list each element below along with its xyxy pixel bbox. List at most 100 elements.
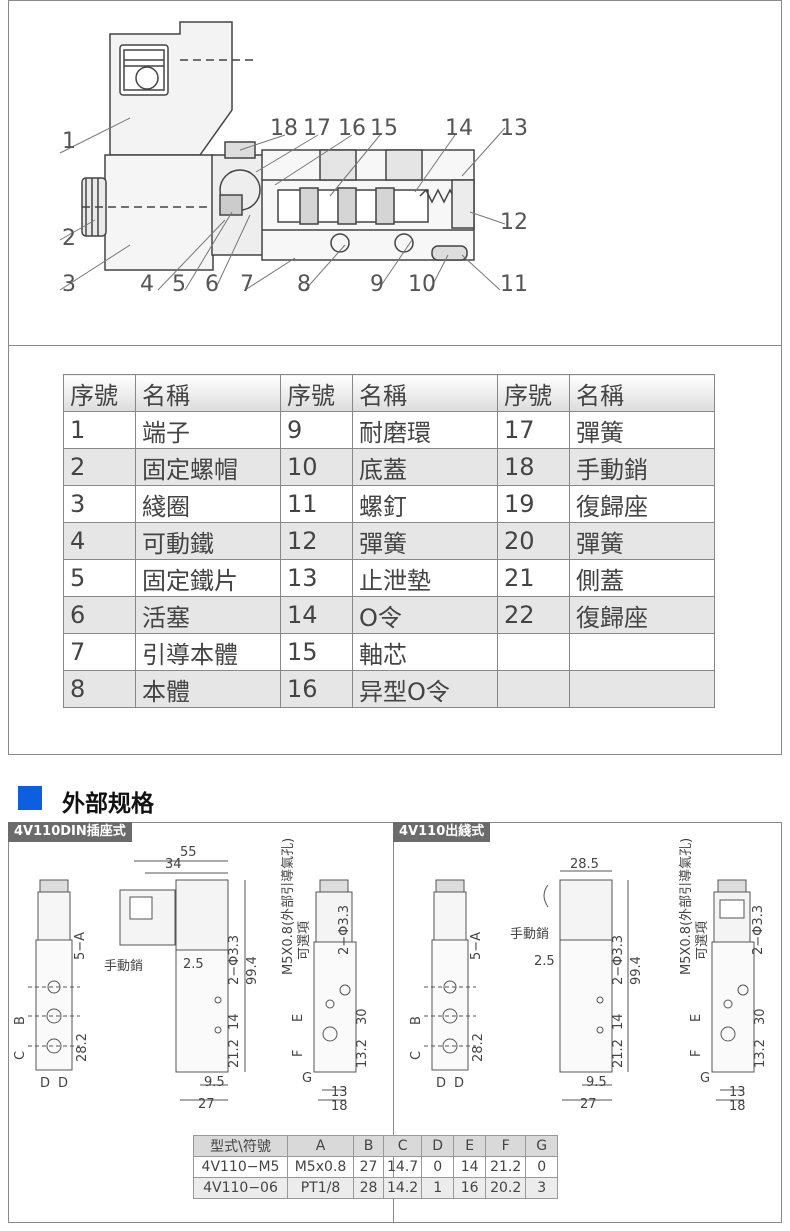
table-cell: 復歸座 [569,485,715,523]
dim-wire-13-2: 13.2 [753,1039,768,1068]
dim-wire-2-5: 2.5 [534,954,555,969]
table-cell: 止泄墊 [352,559,498,597]
spec-divider [393,822,394,1223]
dim-wire-28-2: 28.2 [471,1033,486,1062]
dim-wire-18: 18 [729,1099,746,1114]
dim-wire-g: G [700,1071,711,1086]
dim-wire-14: 14 [611,1013,626,1030]
header-no-1: 序號 [63,374,136,412]
callout-13: 13 [500,116,528,141]
dim-din-manual-pin: 手動銷 [104,959,144,974]
dim-din-14: 14 [227,1013,242,1030]
dim-din-g: G [302,1071,313,1086]
table-cell: 3 [63,485,136,523]
table-cell: 4 [63,522,136,560]
table-cell: 10 [280,448,353,486]
table-cell: 22 [497,596,570,634]
table-cell: 14.7 [382,1156,423,1178]
callout-12: 12 [500,210,528,235]
callout-8: 8 [297,272,311,297]
dim-wire-30: 30 [753,1008,768,1025]
dim-din-2-5: 2.5 [183,957,204,972]
table-cell [569,670,715,708]
callout-15: 15 [370,116,398,141]
dim-din-d1: D [40,1076,51,1091]
model-table-header: 型式\符號 A B C D E F G [193,1135,559,1157]
table-header-cell: 型式\符號 [193,1135,288,1157]
table-cell: PT1/8 [287,1177,354,1199]
callout-7: 7 [240,272,254,297]
table-cell: 11 [280,485,353,523]
dim-wire-27: 27 [580,1097,597,1112]
callout-11: 11 [500,272,528,297]
table-cell: 1 [421,1177,455,1199]
dim-din-13-2: 13.2 [355,1039,370,1068]
dim-din-27: 27 [198,1097,215,1112]
dim-din-f: F [291,1049,306,1057]
table-cell: 16 [453,1177,487,1199]
dim-wire-port-note: M5X0.8(外部引導氣孔) [679,837,694,975]
table-cell: 彈簧 [352,522,498,560]
dim-din-port-note: M5X0.8(外部引導氣孔) [281,837,296,975]
table-cell: 4V110−M5 [193,1156,288,1178]
dim-wire-f: F [689,1049,704,1057]
table-cell: 耐磨環 [352,411,498,449]
table-cell: 固定螺帽 [135,448,281,486]
table-cell: 14.2 [382,1177,423,1199]
dim-wire-99-4: 99.4 [629,956,644,985]
table-header-cell: C [382,1135,423,1157]
table-cell: 4V110−06 [193,1177,288,1199]
table-header-cell: F [485,1135,527,1157]
table-cell: 0 [421,1156,455,1178]
table-cell: 21.2 [485,1156,527,1178]
table-cell: 7 [63,633,136,671]
table-cell: 本體 [135,670,281,708]
table-cell: 綫圈 [135,485,281,523]
table-cell: 异型O令 [352,670,498,708]
dim-din-c: C [13,1050,28,1060]
table-cell: 16 [280,670,353,708]
table-cell: 18 [497,448,570,486]
table-header-cell: D [421,1135,455,1157]
dim-wire-c: C [409,1050,424,1060]
valve-exploded-diagram [59,21,506,291]
callout-14: 14 [445,116,473,141]
callout-18: 18 [270,116,298,141]
table-cell: 14 [453,1156,487,1178]
table-cell [497,670,570,708]
header-name-3: 名稱 [569,374,715,412]
dim-din-28-2: 28.2 [75,1033,90,1062]
dim-din-b: B [13,1016,28,1025]
dim-din-hole-end: 2−Φ3.3 [337,904,352,955]
dim-wire-b: B [409,1016,424,1025]
table-cell: 引導本體 [135,633,281,671]
table-cell: 15 [280,633,353,671]
dim-wire-hole: 2−Φ3.3 [611,934,626,985]
table-header-cell: B [353,1135,384,1157]
table-cell: 復歸座 [569,596,715,634]
dim-wire-e: E [689,1013,704,1022]
header-name-2: 名稱 [352,374,498,412]
table-row: 8 本體 16 异型O令 [63,670,715,708]
callout-5: 5 [172,272,186,297]
exploded-view-frame [8,0,782,755]
table-cell: O令 [352,596,498,634]
table-row: 2 固定螺帽 10 底蓋 18 手動銷 [63,448,715,486]
dim-din-d2: D [58,1076,69,1091]
dim-din-a: 5−A [73,931,88,960]
dim-wire-a: 5−A [469,931,484,960]
table-cell: 6 [63,596,136,634]
dim-wire-21-2: 21.2 [611,1039,626,1068]
callout-1: 1 [62,129,76,154]
dim-wire-28-5: 28.5 [570,857,599,872]
dim-din-hole: 2−Φ3.3 [227,934,242,985]
table-row: 4V110−M5 M5x0.8 27 14.7 0 14 21.2 0 [193,1156,559,1178]
table-cell: 14 [280,596,353,634]
table-cell: 2 [63,448,136,486]
dim-din-13: 13 [331,1085,348,1100]
dim-din-34: 34 [165,857,182,872]
callout-9: 9 [370,272,384,297]
table-header-cell: G [525,1135,559,1157]
table-cell: 21 [497,559,570,597]
